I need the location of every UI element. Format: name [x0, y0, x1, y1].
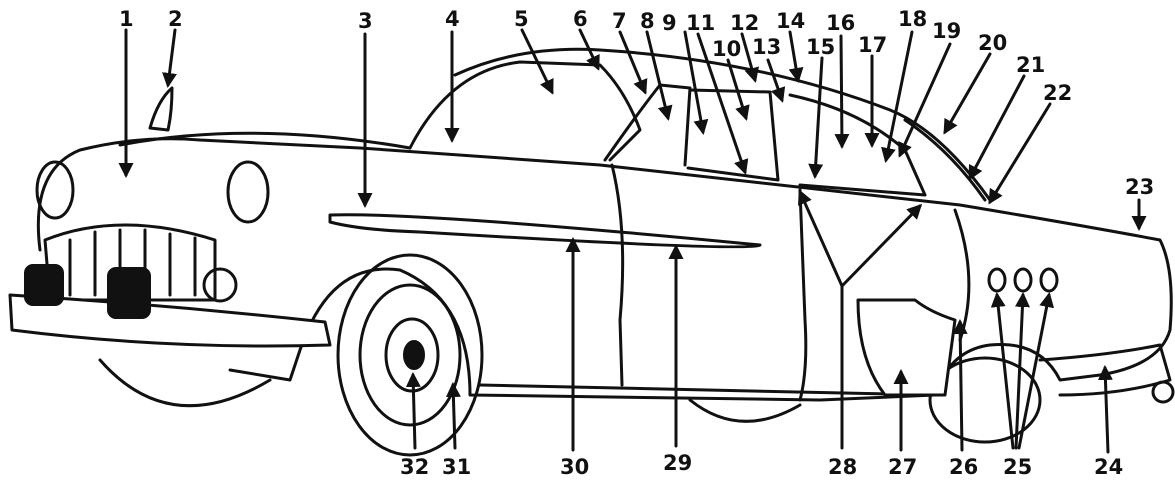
leader-28a — [798, 189, 844, 288]
callout-13: 13 — [752, 35, 781, 59]
hood-ornament — [148, 86, 174, 132]
callout-16: 16 — [826, 11, 855, 35]
porthole-3 — [1039, 267, 1059, 293]
leader-2 — [162, 28, 177, 88]
callout-14: 14 — [776, 9, 805, 33]
middle-wheel-shadow — [688, 398, 802, 423]
leader-21 — [968, 74, 1026, 181]
leader-24 — [1097, 365, 1113, 454]
leader-13 — [766, 58, 786, 103]
callout-12: 12 — [730, 11, 759, 35]
bumper-guard-right — [107, 267, 151, 319]
callout-8: 8 — [640, 9, 655, 33]
callout-19: 19 — [932, 19, 961, 43]
leader-10 — [726, 58, 750, 121]
porthole-2 — [1013, 267, 1033, 293]
front-hub-center — [403, 340, 425, 370]
callout-30: 30 — [560, 455, 589, 479]
rear-fender-line — [953, 208, 971, 342]
rear-door-line — [798, 188, 808, 402]
callout-1: 1 — [119, 7, 134, 31]
side-trim — [328, 213, 762, 249]
stone-guard — [856, 298, 957, 397]
leader-25c — [1017, 292, 1055, 450]
callout-21: 21 — [1016, 53, 1045, 77]
rocker-line — [478, 383, 937, 397]
leader-7 — [618, 30, 648, 95]
leader-20 — [943, 52, 992, 135]
callout-23: 23 — [1125, 175, 1154, 199]
parking-light — [202, 267, 238, 303]
callout-25: 25 — [1003, 455, 1032, 479]
leader-6 — [578, 28, 600, 71]
leader-9 — [683, 30, 709, 135]
callout-26: 26 — [949, 455, 978, 479]
leader-8 — [645, 30, 673, 121]
leader-15 — [808, 56, 824, 179]
callout-11: 11 — [686, 11, 715, 35]
leader-26 — [952, 319, 968, 452]
leader-19 — [898, 42, 952, 158]
hood-line — [118, 131, 412, 150]
callout-7: 7 — [612, 9, 627, 33]
porthole-1 — [987, 267, 1007, 293]
leader-14 — [788, 30, 804, 83]
callout-10: 10 — [712, 37, 741, 61]
leader-12 — [740, 32, 759, 83]
callout-labels: 1 2 3 4 5 6 7 8 9 10 11 12 13 14 15 16 1… — [119, 7, 1154, 479]
leader-18 — [881, 30, 914, 163]
rear-wheel — [928, 356, 1042, 444]
callout-32: 32 — [400, 455, 429, 479]
right-headlight — [226, 160, 270, 224]
leader-31 — [445, 382, 461, 450]
tail-exhaust — [1151, 380, 1175, 404]
leader-25a — [990, 292, 1015, 450]
callout-17: 17 — [858, 33, 887, 57]
grille-bars — [68, 228, 197, 297]
callout-20: 20 — [978, 31, 1007, 55]
leader-32 — [405, 372, 421, 450]
front-tire — [336, 253, 484, 457]
left-headlight — [35, 160, 75, 220]
callout-3: 3 — [358, 9, 373, 33]
callout-18: 18 — [898, 7, 927, 31]
callout-27: 27 — [888, 455, 917, 479]
leader-28b — [840, 203, 923, 288]
callout-2: 2 — [168, 7, 183, 31]
leader-25b — [1014, 292, 1030, 450]
windshield — [408, 60, 642, 162]
callout-4: 4 — [445, 7, 460, 31]
roof — [453, 47, 992, 202]
front-whitewall — [358, 283, 462, 427]
leader-16 — [834, 34, 850, 149]
callout-28: 28 — [828, 455, 857, 479]
callout-24: 24 — [1094, 455, 1123, 479]
callout-22: 22 — [1043, 81, 1072, 105]
rear-bumper — [1038, 343, 1172, 397]
front-wheel-shadow — [98, 358, 272, 408]
leader-11 — [696, 32, 749, 175]
callout-9: 9 — [662, 11, 677, 35]
grille — [43, 223, 217, 302]
leader-lines — [118, 28, 1147, 454]
callout-6: 6 — [573, 7, 588, 31]
callout-31: 31 — [442, 455, 471, 479]
leader-22 — [988, 102, 1052, 205]
car-illustration — [8, 47, 1175, 457]
leader-5 — [520, 28, 554, 95]
bumper-guard-left — [24, 264, 64, 306]
side-window-middle — [686, 88, 780, 182]
callout-29: 29 — [663, 451, 692, 475]
callout-15: 15 — [806, 35, 835, 59]
callout-5: 5 — [514, 7, 529, 31]
front-door-line — [610, 163, 625, 387]
